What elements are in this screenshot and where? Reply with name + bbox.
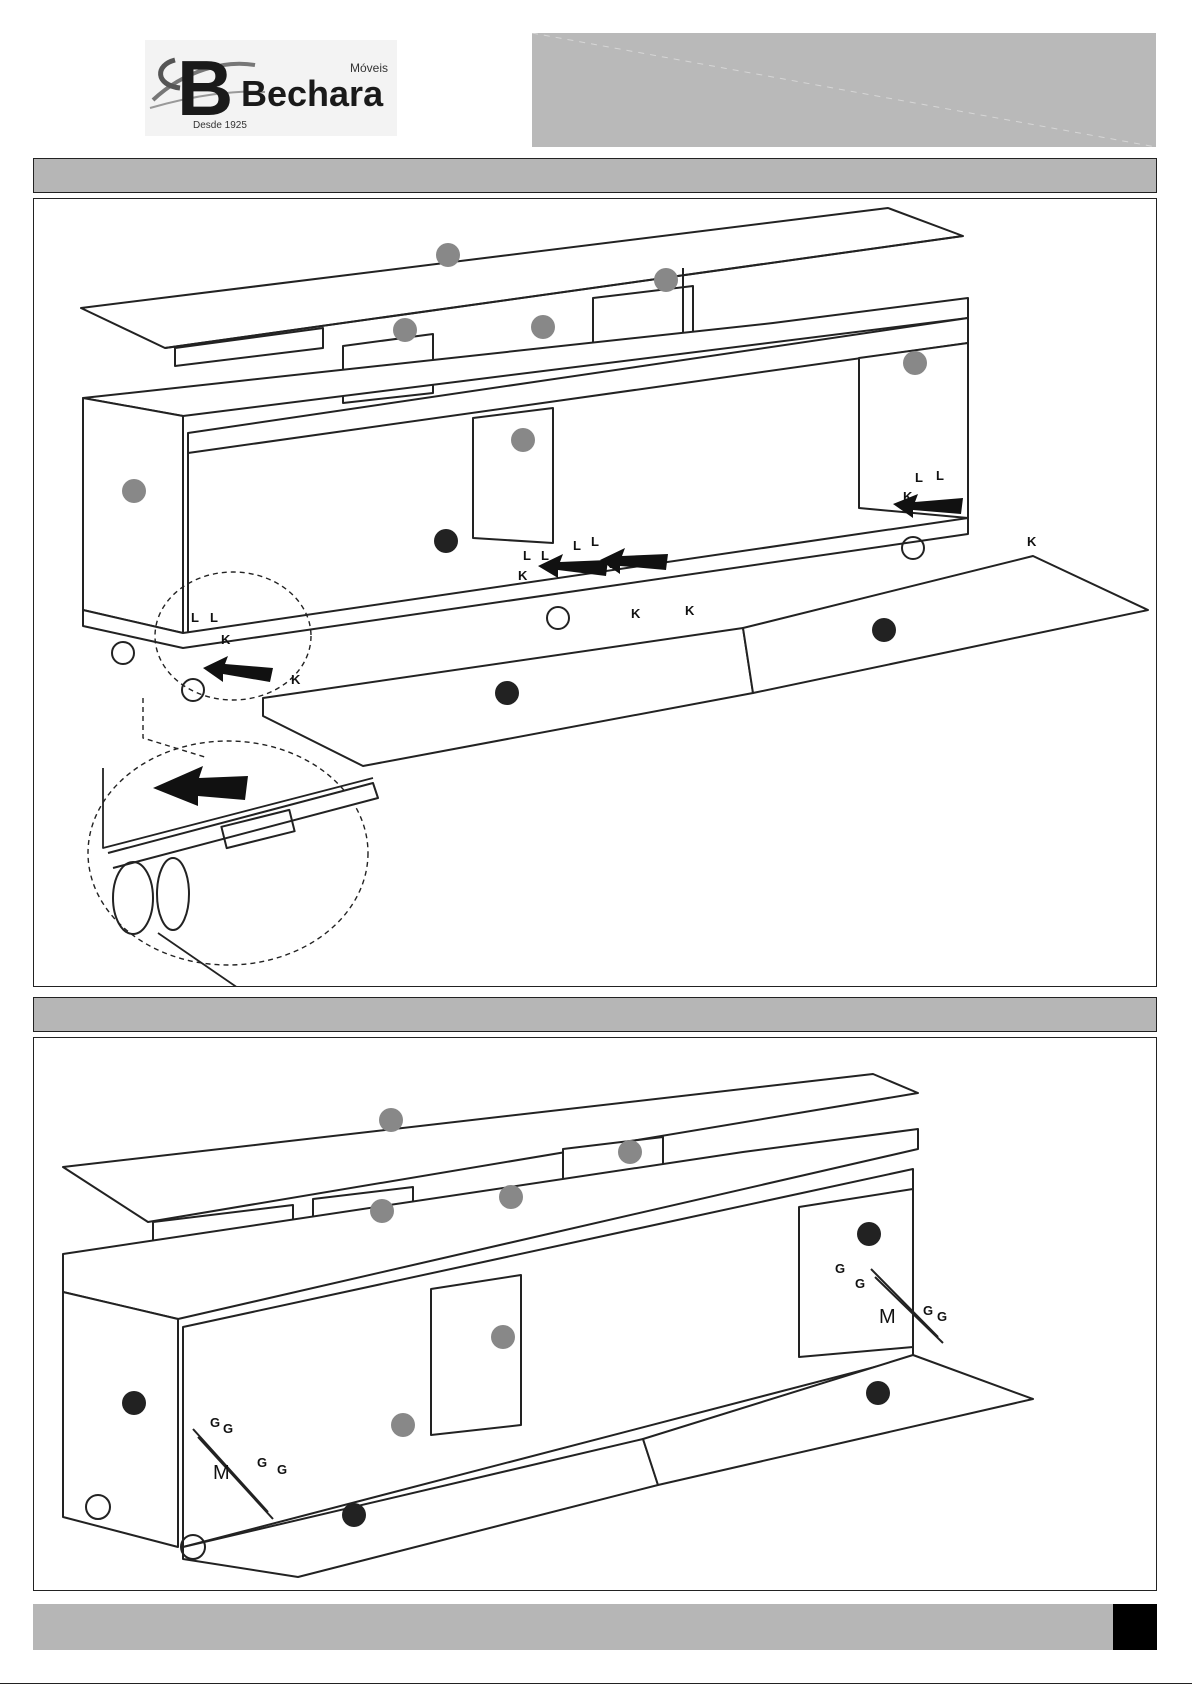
bottom-rule [0, 1683, 1192, 1684]
logo-since: Desde 1925 [193, 120, 247, 131]
step2-title-band [33, 997, 1157, 1032]
footer-band [33, 1604, 1113, 1650]
logo: B Bechara Móveis Desde 1925 [145, 40, 397, 136]
label-L: L [523, 548, 531, 563]
label-L: L [591, 534, 599, 549]
step1-title-band [33, 158, 1157, 193]
logo-graphic: B Bechara Móveis Desde 1925 [145, 40, 397, 136]
cabinet-divider [431, 1275, 521, 1435]
label-L: L [915, 470, 923, 485]
label-K: K [603, 556, 613, 571]
label-K: K [903, 489, 913, 504]
label-G: G [277, 1462, 287, 1477]
label-G: G [923, 1303, 933, 1318]
logo-brand: Bechara [241, 73, 384, 114]
label-M: M [879, 1306, 896, 1328]
step2-diagram: G G M G G G G M G G [33, 1037, 1157, 1591]
label-K: K [1027, 534, 1037, 549]
cabinet-side-right [799, 1189, 913, 1357]
page-number-box [1113, 1604, 1157, 1650]
cabinet-side-left [83, 398, 183, 633]
cabinet-divider [473, 408, 553, 543]
logo-mark: B [177, 44, 233, 132]
label-G: G [937, 1309, 947, 1324]
caster [112, 642, 134, 664]
label-G: G [223, 1421, 233, 1436]
header-info-box-line [532, 33, 1156, 147]
logo-tagline: Móveis [350, 61, 388, 75]
label-L: L [210, 610, 218, 625]
label-L: L [541, 548, 549, 563]
label-G: G [210, 1415, 220, 1430]
label-G: G [835, 1261, 845, 1276]
label-G: G [855, 1276, 865, 1291]
door-right [743, 556, 1148, 693]
label-K: K [685, 603, 695, 618]
label-K: K [631, 606, 641, 621]
label-K: K [291, 672, 301, 687]
cabinet-side-left [63, 1292, 178, 1547]
header-info-box [532, 33, 1156, 147]
label-M: M [213, 1462, 230, 1484]
label-G: G [257, 1455, 267, 1470]
label-L: L [936, 468, 944, 483]
label-K: K [518, 568, 528, 583]
label-L: L [573, 538, 581, 553]
label-L: L [191, 610, 199, 625]
label-K: K [221, 632, 231, 647]
step1-diagram: L L K K L L K L L K K K L L K K [33, 198, 1157, 987]
